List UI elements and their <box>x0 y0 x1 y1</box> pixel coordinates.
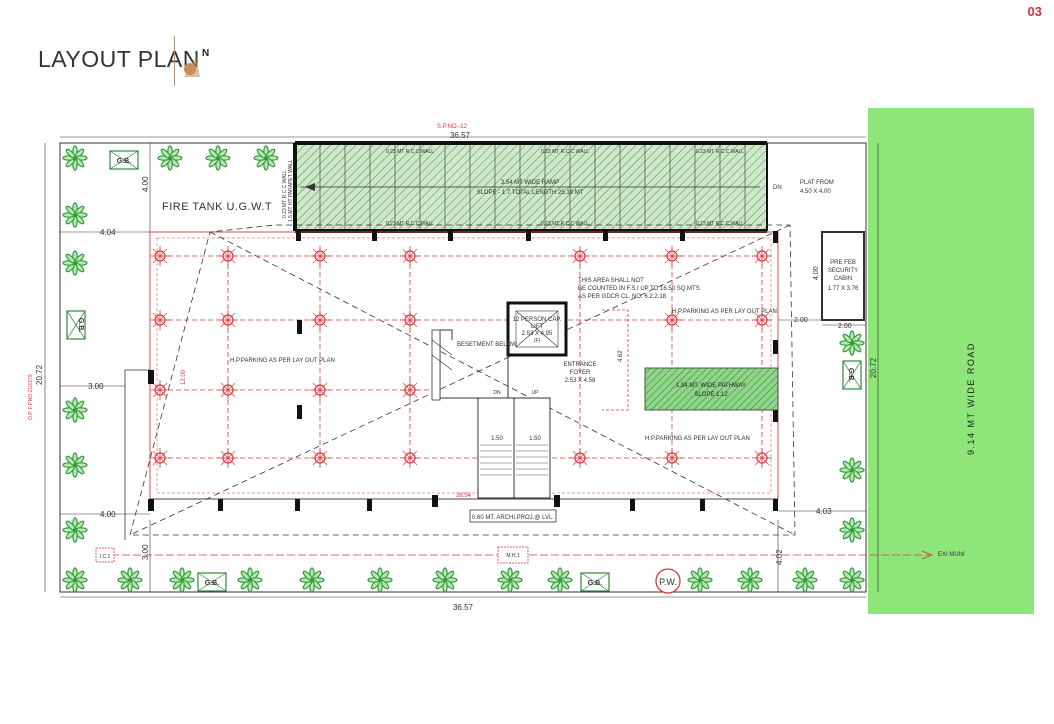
entrance-label-2: FOYER <box>570 370 591 376</box>
cabin-label-1: PRE FEB <box>830 260 856 266</box>
ramp-slope-label: SLOPE - 1:7 TOTAL LENGTH 25.18 MT <box>477 190 584 196</box>
parapet-wall-v-label: 1.5 MT HT PARAPET WALL <box>288 159 294 222</box>
ramp-end-dim: 28.54 <box>456 493 472 499</box>
fsi-note-1: THIS AREA SHALL NOT <box>578 278 644 284</box>
pathway-label-2: SLOPE 1:12 <box>694 392 728 398</box>
pathway <box>644 367 779 411</box>
title-divider <box>174 36 175 86</box>
ic-label: I.C.1 <box>100 554 111 560</box>
stair-dn-label: DN <box>493 390 501 396</box>
dim-left-3-00: 3.00 <box>88 382 104 391</box>
cabin-label-3: CABIN <box>834 276 852 282</box>
north-label: N <box>202 48 209 59</box>
road-area <box>868 108 1034 614</box>
fsi-note-2: BE COUNTED IN F.S.I UP TO 16.50 SQ.MTS <box>578 286 700 292</box>
dim-left-height: 20.72 <box>35 364 44 385</box>
ramp-width-label: 3.54 MT WIDE RAMP <box>501 180 559 186</box>
gb-label-3: G.B. <box>205 580 219 587</box>
north-compass-icon: N <box>184 48 209 77</box>
plat-from-label: PLAT FROM <box>800 180 834 186</box>
parking-label-left: H.P.PARKING AS PER LAY OUT PLAN <box>230 358 335 364</box>
gb-label-2: G.B. <box>77 318 84 332</box>
sp-label: S.P.NO.-12 <box>437 124 468 130</box>
gb-label-5: G.B. <box>847 368 854 382</box>
parking-label-bottom-right: H.P.PARKING AS PER LAY OUT PLAN <box>645 436 750 442</box>
lift-label-1: 12 PERSON CAP. <box>513 317 562 323</box>
rcc-wall-label-3: 0.23 MT R.C.C WALL <box>696 149 744 155</box>
dim-bottom: 36.57 <box>453 603 474 612</box>
stair-dim-left: 1.50 <box>491 436 503 442</box>
dim-right-2-00-b: 2.00 <box>838 323 852 330</box>
lift-label-3: 2.53 X 4.95 <box>522 331 553 337</box>
pw-label: P.W. <box>659 577 677 587</box>
rcc-wall-label-1: 0.23 MT R.C.C WALL <box>386 149 434 155</box>
dim-left-4-00: 4.00 <box>100 510 116 519</box>
cabin-size-label: 1.77 X 3.76 <box>828 286 859 292</box>
gb-label-1: G.B. <box>117 158 131 165</box>
stair-up-label: UP <box>532 390 540 396</box>
mh-label: M.H.1 <box>506 553 520 559</box>
dim-left-3-00-b: 3.00 <box>141 544 150 560</box>
rcc-wall-label-2: 0.23 MT R.C.C WALL <box>541 149 589 155</box>
dim-right-4-00: 4.00 <box>813 266 820 280</box>
lift-label-2: LIFT <box>531 324 544 330</box>
page-number: 03 <box>1027 4 1042 19</box>
rcc-wall-v-label: 0.23 MT R.C.C WALL <box>282 170 288 218</box>
inner-dim-4-62: 4.62 <box>618 350 624 362</box>
basement-label: BESETMENT BELOW <box>457 342 517 348</box>
dim-right-2-00: 2.00 <box>794 317 808 324</box>
exi-muni-label: EXI MUNI <box>938 552 965 558</box>
parking-label-top-right: H.P.PARKING AS PER LAY OUT PLAN <box>672 309 777 315</box>
dim-inner-red: 12.00 <box>181 369 187 385</box>
dim-right-height: 20.72 <box>869 357 878 378</box>
stair-dim-right: 1.50 <box>529 436 541 442</box>
dim-top: 36.57 <box>450 131 471 140</box>
fire-tank-label: FIRE TANK U.G.W.T <box>162 201 272 213</box>
entrance-label-1: ENTRANCE <box>563 362 596 368</box>
page-title: LAYOUT PLAN <box>38 46 200 72</box>
rcc-wall-label-5: 0.23 MT R.C.C WALL <box>541 221 589 227</box>
building-outline <box>149 231 779 500</box>
plat-size-label: 4.50 X 4.00 <box>800 189 831 195</box>
rcc-wall-label-6: 0.23 MT R.C.C WALL <box>696 221 744 227</box>
archi-proj-label: 0.60 MT. ARCHI.PROJ.@ LVL. <box>472 515 554 521</box>
pathway-label-1: 1.94 MT. WIDE PATHWAY <box>676 383 746 389</box>
ramp-dn-label: DN <box>773 185 782 191</box>
dim-right-4-03: 4.03 <box>816 507 832 516</box>
pw-marker <box>655 568 681 594</box>
dim-right-4-02: 4.02 <box>775 549 784 565</box>
dim-left-4-04: 4.04 <box>100 228 116 237</box>
entrance-label-3: 2.53 X 4.58 <box>565 378 596 384</box>
fsi-note-3: AS PER GDCR CL. NO. 6.2.2.18 <box>578 294 667 300</box>
fp-label: O.P. F.P.NO.210/279 <box>28 374 34 420</box>
road-label: 9.14 MT WIDE ROAD <box>966 342 976 455</box>
rcc-wall-label-4: 0.23 MT R.C.C WALL <box>386 221 434 227</box>
column-grid <box>149 245 773 469</box>
lift-label-4: (F) <box>534 338 541 344</box>
cabin-label-2: SECURITY <box>828 268 858 274</box>
gb-label-4: G.B. <box>588 580 602 587</box>
dim-top-left-4-00: 4.00 <box>141 176 150 192</box>
